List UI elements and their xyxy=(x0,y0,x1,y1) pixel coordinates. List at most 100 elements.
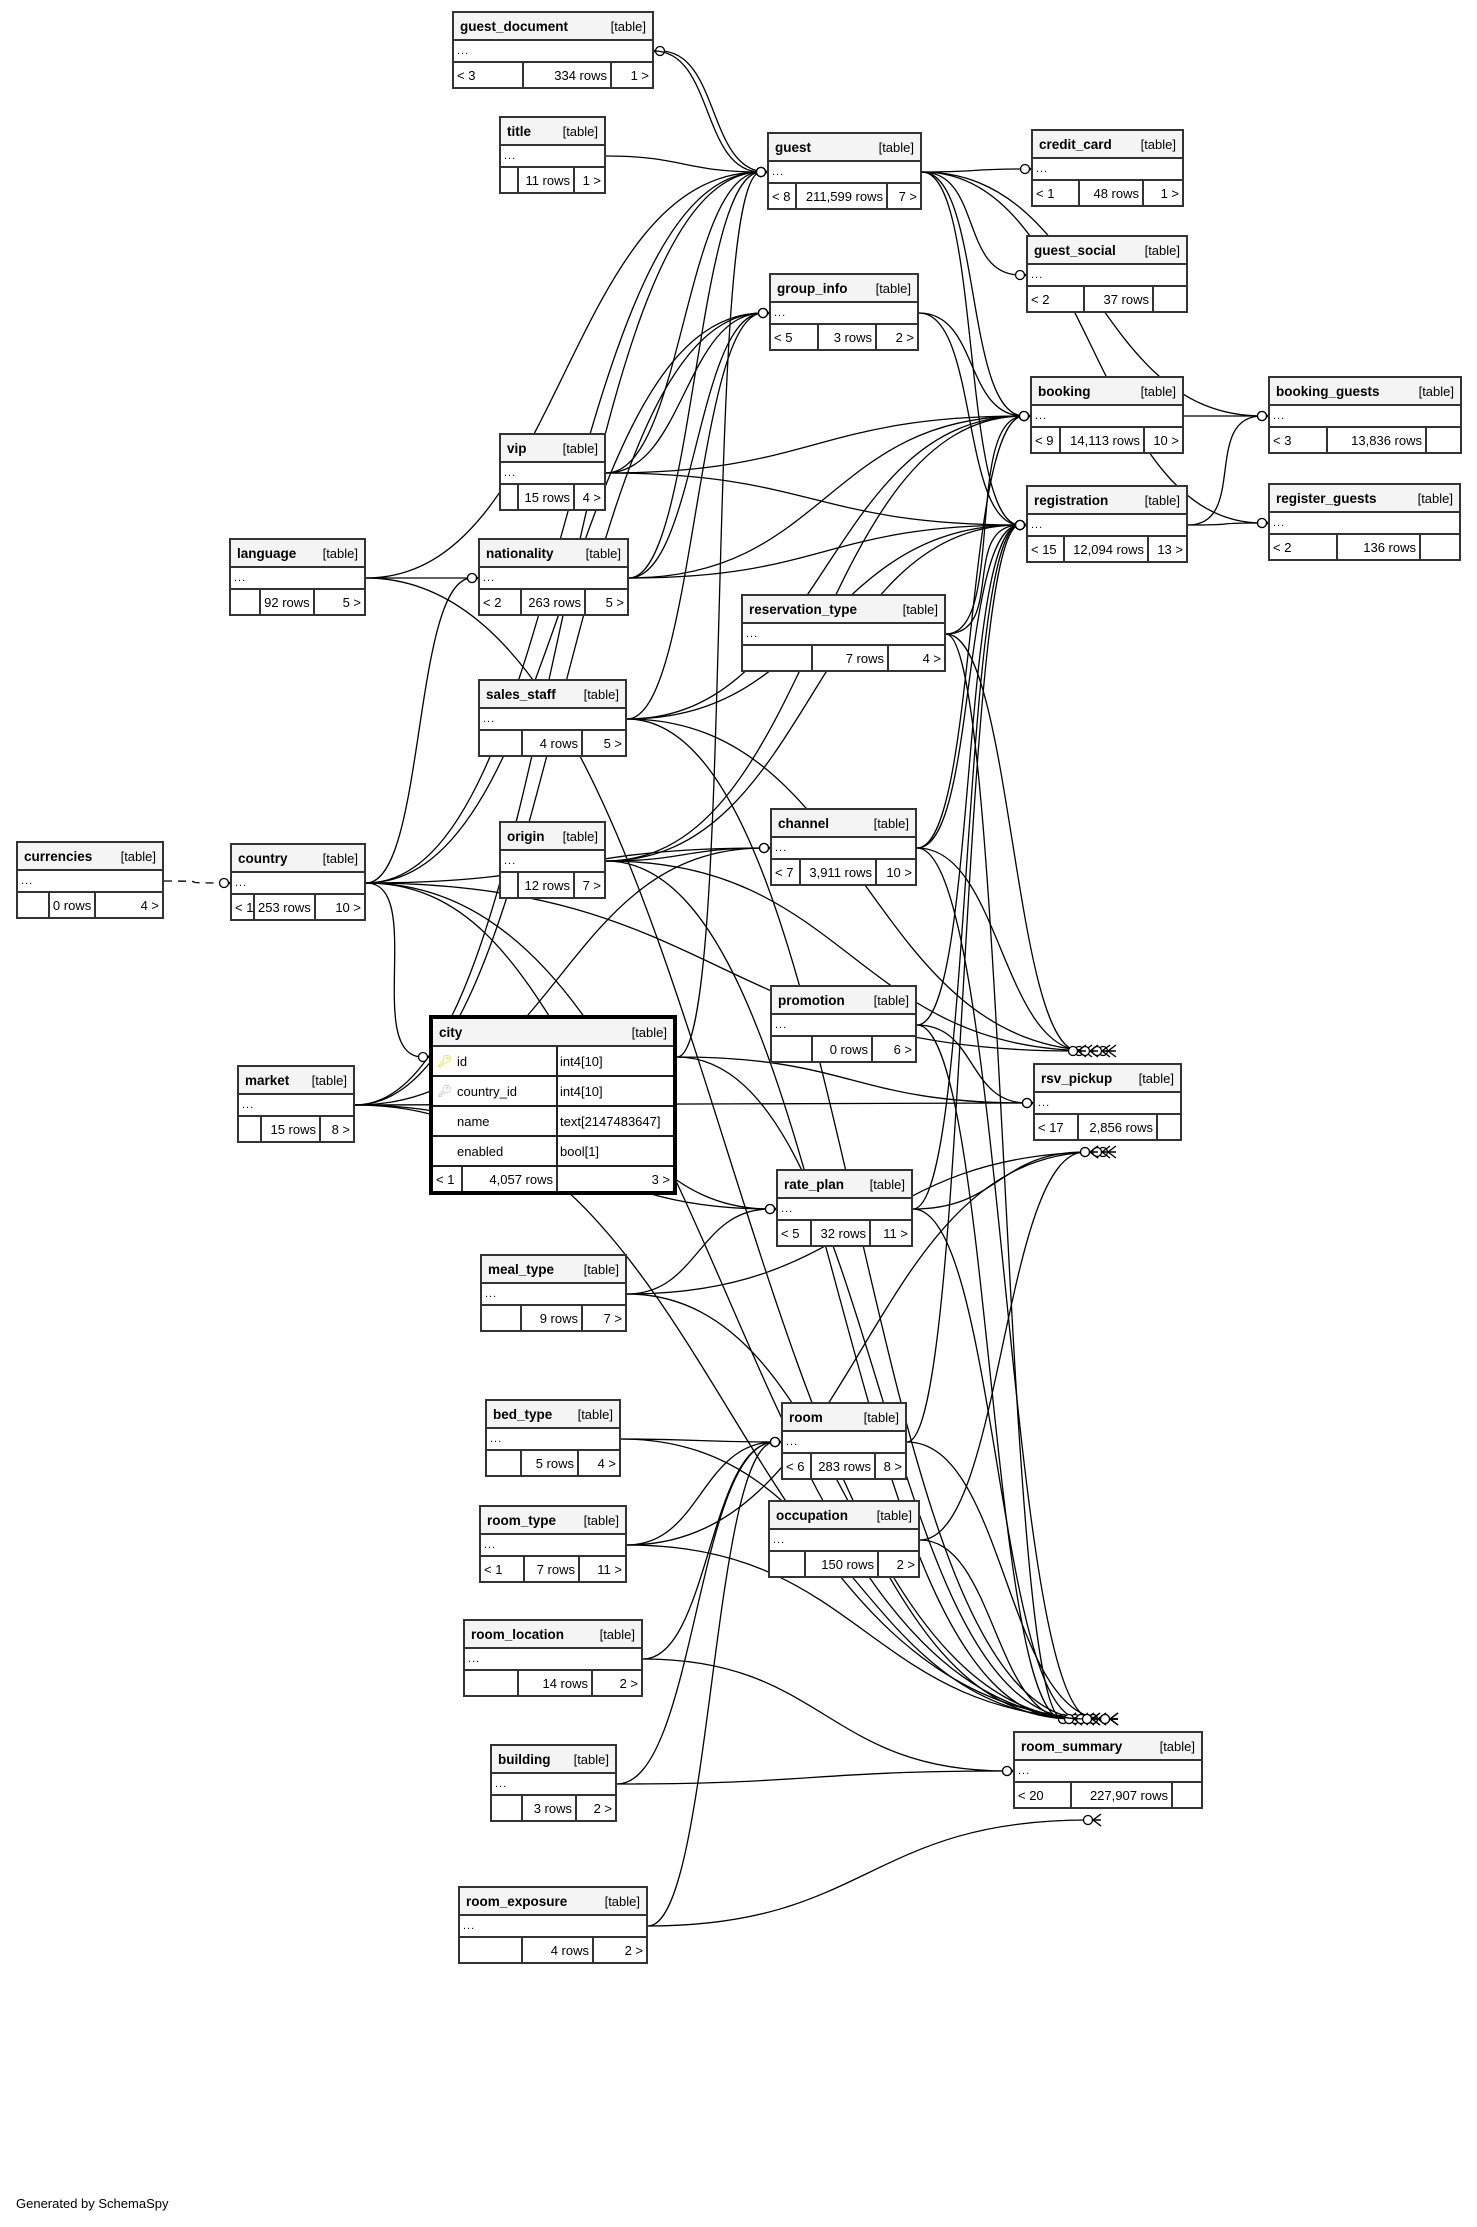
columns-collapsed[interactable]: ... xyxy=(769,162,920,184)
children-link[interactable] xyxy=(1421,535,1459,559)
columns-collapsed[interactable]: ... xyxy=(481,1535,625,1557)
children-link[interactable]: 2 > xyxy=(619,1675,638,1691)
columns-collapsed[interactable]: ... xyxy=(492,1774,615,1796)
parents-link[interactable]: < 7 xyxy=(772,860,801,884)
parents-link[interactable]: < 3 xyxy=(1270,428,1328,452)
parents-link[interactable]: < 2 xyxy=(480,590,522,614)
children-link[interactable]: 2 > xyxy=(624,1942,643,1958)
children-link[interactable] xyxy=(1154,287,1186,311)
parents-link[interactable]: < 17 xyxy=(1035,1115,1079,1139)
column-row[interactable]: 🔑︎id int4[10] xyxy=(433,1047,673,1077)
parents-link[interactable]: < 1 xyxy=(433,1167,463,1191)
columns-collapsed[interactable]: ... xyxy=(465,1649,641,1671)
column-row[interactable]: enabled bool[1] xyxy=(433,1137,673,1167)
columns-collapsed[interactable]: ... xyxy=(783,1432,905,1454)
parents-link[interactable] xyxy=(231,590,262,614)
children-link[interactable]: 10 > xyxy=(886,864,912,880)
columns-collapsed[interactable]: ... xyxy=(231,568,364,590)
children-link[interactable] xyxy=(1173,1783,1201,1807)
columns-collapsed[interactable]: ... xyxy=(1028,515,1186,537)
columns-collapsed[interactable]: ... xyxy=(501,851,604,873)
column-row[interactable]: 🔑︎country_id int4[10] xyxy=(433,1077,673,1107)
columns-collapsed[interactable]: ... xyxy=(1032,406,1182,428)
columns-collapsed[interactable]: ... xyxy=(770,1530,918,1552)
parents-link[interactable] xyxy=(487,1451,522,1475)
parents-link[interactable]: < 2 xyxy=(1028,287,1085,311)
parents-link[interactable] xyxy=(501,485,519,509)
children-link[interactable]: 4 > xyxy=(582,489,601,505)
children-link[interactable]: 1 > xyxy=(630,67,649,83)
columns-collapsed[interactable]: ... xyxy=(772,838,915,860)
columns-collapsed[interactable]: ... xyxy=(1015,1761,1201,1783)
columns-collapsed[interactable]: ... xyxy=(778,1199,911,1221)
children-link[interactable]: 2 > xyxy=(895,329,914,345)
columns-collapsed[interactable]: ... xyxy=(480,568,627,590)
parents-link[interactable]: < 2 xyxy=(1270,535,1338,559)
children-link[interactable]: 2 > xyxy=(593,1800,612,1816)
columns-collapsed[interactable]: ... xyxy=(18,871,162,893)
children-link[interactable]: 1 > xyxy=(582,172,601,188)
children-link[interactable]: 4 > xyxy=(597,1455,616,1471)
parents-link[interactable] xyxy=(770,1552,806,1576)
parents-link[interactable] xyxy=(480,731,523,755)
children-link[interactable]: 7 > xyxy=(603,1310,622,1326)
column-row[interactable]: name text[2147483647] xyxy=(433,1107,673,1137)
columns-collapsed[interactable]: ... xyxy=(501,463,604,485)
children-link[interactable]: 10 > xyxy=(1153,432,1179,448)
parents-link[interactable] xyxy=(239,1117,262,1141)
children-link[interactable]: 2 > xyxy=(896,1556,915,1572)
columns-collapsed[interactable]: ... xyxy=(1270,513,1459,535)
columns-collapsed[interactable]: ... xyxy=(1033,159,1182,181)
columns-collapsed[interactable]: ... xyxy=(772,1015,915,1037)
parents-link[interactable]: < 1 xyxy=(481,1557,525,1581)
children-link[interactable]: 7 > xyxy=(898,188,917,204)
children-link[interactable]: 10 > xyxy=(335,899,361,915)
children-link[interactable]: 4 > xyxy=(140,897,159,913)
parents-link[interactable]: < 15 xyxy=(1028,537,1065,561)
children-link[interactable]: 5 > xyxy=(603,735,622,751)
parents-link[interactable] xyxy=(460,1938,523,1962)
columns-collapsed[interactable]: ... xyxy=(487,1429,619,1451)
table-city[interactable]: city [table] 🔑︎id int4[10] 🔑︎country_id … xyxy=(429,1015,677,1195)
columns-collapsed[interactable]: ... xyxy=(482,1284,625,1306)
parents-link[interactable]: < 20 xyxy=(1015,1783,1072,1807)
parents-link[interactable] xyxy=(18,893,50,917)
parents-link[interactable] xyxy=(772,1037,813,1061)
children-link[interactable]: 11 > xyxy=(883,1225,908,1241)
columns-collapsed[interactable]: ... xyxy=(1270,406,1460,428)
parents-link[interactable]: < 9 xyxy=(1032,428,1061,452)
parents-link[interactable]: < 8 xyxy=(769,184,797,208)
parents-link[interactable] xyxy=(501,168,519,192)
children-link[interactable] xyxy=(1427,428,1460,452)
children-link[interactable]: 5 > xyxy=(605,594,624,610)
children-link[interactable]: 8 > xyxy=(331,1121,350,1137)
children-link[interactable]: 13 > xyxy=(1157,541,1183,557)
columns-collapsed[interactable]: ... xyxy=(232,873,364,895)
children-link[interactable]: 11 > xyxy=(597,1561,622,1577)
